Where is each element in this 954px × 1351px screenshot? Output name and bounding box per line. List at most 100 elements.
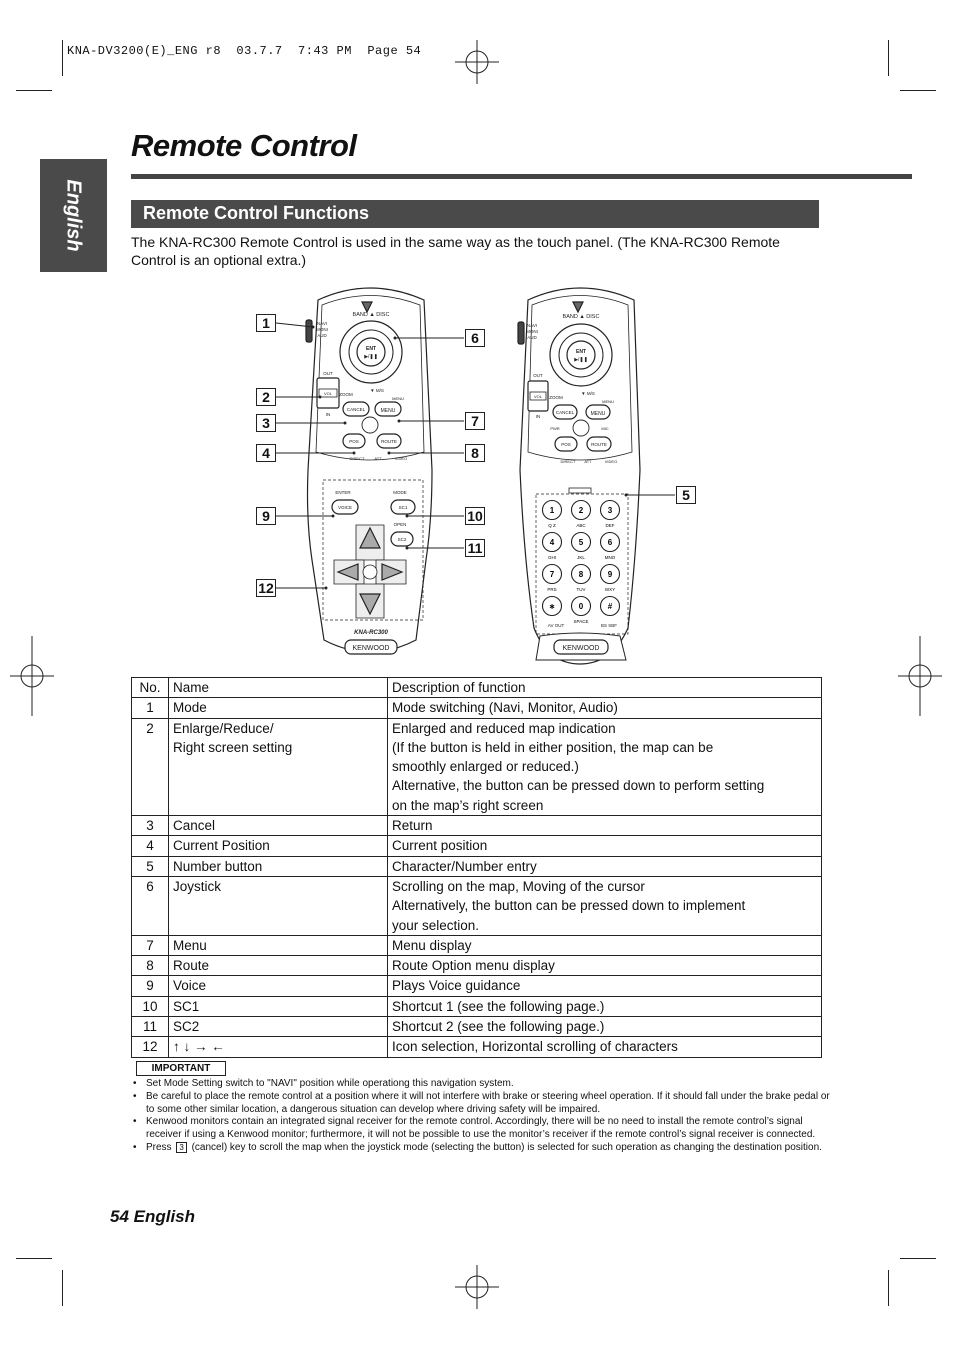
keypad-key-label: 1: [550, 506, 555, 515]
label-pos: POS: [349, 439, 359, 444]
label-out-2: OUT: [533, 373, 543, 378]
keypad-button[interactable]: [599, 499, 621, 521]
label-open: OPEN: [394, 522, 407, 527]
crop-mark: [16, 1258, 52, 1259]
cell-description: Plays Voice guidance: [387, 975, 822, 997]
keypad-button[interactable]: [541, 531, 563, 553]
keypad-button[interactable]: [599, 563, 621, 585]
label-route-2: ROUTE: [591, 442, 607, 447]
label-ms-2: ▼ M/S: [581, 391, 595, 396]
label-video-2: VIDEO: [605, 459, 617, 464]
label-route: ROUTE: [381, 439, 397, 444]
cell-description-line: Mode switching (Navi, Monitor, Audio): [392, 700, 618, 716]
keypad-button[interactable]: [570, 531, 592, 553]
label-enter: ENTER: [335, 490, 351, 495]
crop-mark: [16, 90, 52, 91]
crop-mark: [900, 90, 936, 91]
label-play-2: ▶/❚❚: [574, 357, 588, 363]
keypad-key-label: 0: [579, 602, 584, 611]
callout-6: 6: [465, 329, 485, 347]
cell-name: SC2: [168, 1016, 388, 1038]
keypad: 1Q Z2ABC3DEF4GHI5JKL6MNO7PRS8TUV9WXY∗0SP…: [541, 499, 621, 624]
crop-mark: [888, 1270, 889, 1306]
keypad-button[interactable]: [599, 595, 621, 617]
cell-description: Menu display: [387, 934, 822, 957]
label-zoom-2: ZOOM: [549, 395, 563, 400]
label-bs-sbf: BS SBF: [601, 623, 617, 628]
cell-name-line: Right screen setting: [173, 739, 293, 755]
cell-description-line: Enlarged and reduced map indication: [392, 720, 616, 736]
cell-name: Menu: [168, 934, 388, 957]
label-menu-small: MENU: [392, 396, 404, 401]
cell-description: Mode switching (Navi, Monitor, Audio): [387, 697, 822, 719]
keypad-sub-label: Q Z: [548, 523, 556, 528]
callout-11: 11: [465, 539, 485, 557]
cell-description: Enlarged and reduced map indication(If t…: [387, 717, 822, 817]
keypad-key-label: ∗: [549, 602, 556, 611]
cell-description: Scrolling on the map, Moving of the curs…: [387, 875, 822, 936]
label-av-out: AV OUT: [548, 623, 565, 628]
cell-name-line: SC2: [173, 1019, 200, 1035]
cell-name: Cancel: [168, 815, 388, 837]
label-direct: DIRECT: [350, 456, 365, 461]
cell-description-line: Alternative, the button can be pressed d…: [392, 778, 765, 794]
label-out: OUT: [323, 371, 333, 376]
keypad-key-label: 9: [608, 570, 613, 579]
keypad-key-label: 2: [579, 506, 584, 515]
keypad-button[interactable]: [570, 563, 592, 585]
keypad-sub-label: TUV: [577, 587, 586, 592]
label-att: ATT: [374, 456, 382, 461]
cell-no: 2: [131, 717, 169, 817]
keypad-key-label: 4: [550, 538, 555, 547]
cell-description-line: Return: [392, 818, 433, 834]
remote-control-figure: BAND ▲ DISC ENT ▶/❚❚ NAVI MONI AUD OUT V…: [275, 287, 675, 665]
label-band-disc: BAND ▲ DISC: [353, 312, 390, 318]
cell-name: SC1: [168, 995, 388, 1018]
label-sc2: SC2: [398, 537, 407, 542]
label-cancel: CANCEL: [347, 407, 366, 412]
cell-no: 12: [131, 1036, 169, 1058]
cell-name: Route: [168, 955, 388, 977]
cancel-key-icon: 3: [176, 1141, 187, 1153]
keypad-button[interactable]: [541, 595, 563, 617]
crop-mark: [888, 40, 889, 76]
keypad-sub-label: JKL: [577, 555, 585, 560]
cell-no: 11: [131, 1016, 169, 1038]
keypad-button[interactable]: [570, 499, 592, 521]
keypad-button[interactable]: [570, 595, 592, 617]
keypad-button[interactable]: [541, 499, 563, 521]
keypad-sub-label: PRS: [547, 587, 556, 592]
keypad-button[interactable]: [599, 531, 621, 553]
keypad-key-label: 7: [550, 570, 555, 579]
keypad-sub-label: ABC: [576, 523, 586, 528]
label-monitor-2: MONI: [526, 329, 538, 334]
keypad-button[interactable]: [541, 563, 563, 585]
keypad-key-label: 6: [608, 538, 613, 547]
page-footer: 54 English: [110, 1207, 196, 1226]
cell-name-line: SC1: [173, 998, 200, 1014]
cell-name: Current Position: [168, 835, 388, 857]
cell-description-line: your selection.: [392, 917, 480, 933]
keypad-sub-label: MNO: [605, 555, 616, 560]
cell-description-line: Scrolling on the map, Moving of the curs…: [392, 878, 645, 894]
print-header: KNA-DV3200(E)_ENG r8 03.7.7 7:43 PM Page…: [67, 44, 422, 58]
cell-name: ↑ ↓ → ←: [168, 1036, 388, 1058]
cell-description-line: Icon selection, Horizontal scrolling of …: [392, 1039, 678, 1055]
label-audio: AUD: [317, 333, 327, 338]
keypad-key-label: #: [608, 602, 613, 611]
cell-name-line: Enlarge/Reduce/: [173, 720, 274, 736]
remote-left-labels: BAND ▲ DISC ENT ▶/❚❚ NAVI MONI AUD OUT V…: [316, 312, 408, 652]
label-vol: VOL: [324, 391, 333, 396]
note-4-after: (cancel) key to scroll the map when the …: [191, 1141, 822, 1153]
section-title: Remote Control Functions: [143, 203, 369, 223]
